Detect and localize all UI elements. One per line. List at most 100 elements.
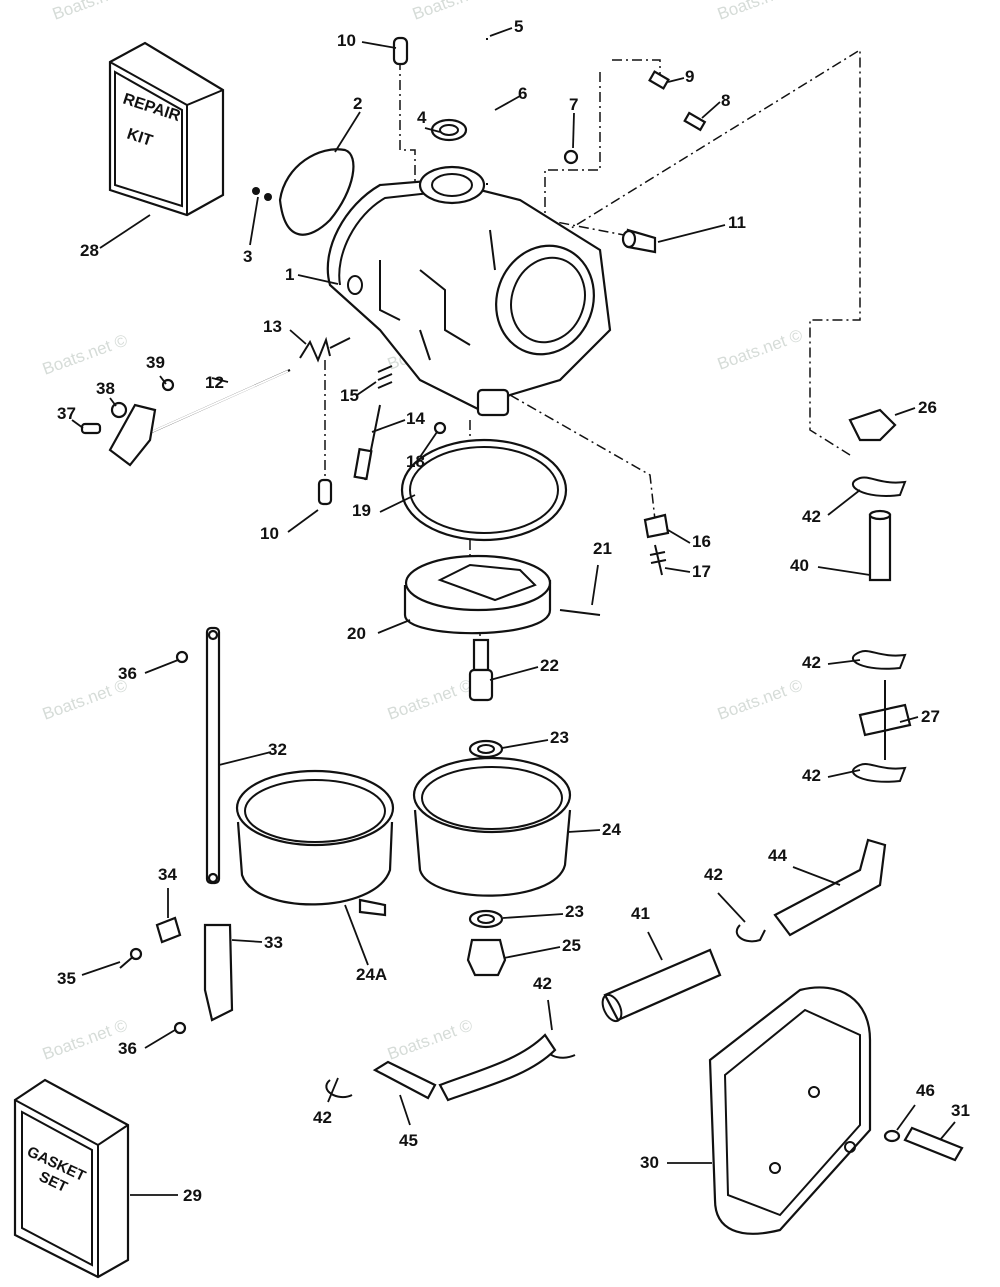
part-number-label: 6 (518, 84, 527, 103)
part-number-label: 39 (146, 353, 165, 372)
callout-36: 36 (118, 659, 179, 683)
watermark-text: Boats.net © (40, 1015, 131, 1063)
callout-27: 27 (899, 707, 940, 726)
watermark-text: Boats.net © (715, 325, 806, 373)
callout-5: 5 (489, 17, 523, 37)
fuel-line-parts (325, 408, 912, 1102)
part-number-label: 3 (243, 247, 252, 266)
part-number-label: 8 (721, 91, 730, 110)
leader-line (344, 904, 369, 966)
leader-line (547, 999, 553, 1031)
float-bowl-part-24A (235, 769, 395, 917)
part-number-label: 42 (533, 974, 552, 993)
leader-line (144, 659, 179, 674)
leader-line (572, 112, 575, 149)
leader-line (99, 214, 151, 249)
watermark-text: Boats.net © (50, 0, 141, 24)
callout-32: 32 (218, 740, 287, 766)
callout-42: 42 (802, 766, 861, 785)
callout-30: 30 (640, 1153, 712, 1172)
leader-line (827, 489, 861, 516)
part-number-label: 42 (802, 766, 821, 785)
leader-line (501, 739, 549, 749)
leader-line (667, 77, 685, 83)
part-number-label: 10 (337, 31, 356, 50)
callout-44: 44 (768, 846, 841, 886)
repair-kit-box[interactable]: REPAIR KIT (108, 41, 225, 217)
leader-line (667, 529, 691, 544)
part-number-label: 15 (340, 386, 359, 405)
callout-13: 13 (263, 317, 307, 345)
part-number-label: 37 (57, 404, 76, 423)
leader-line (81, 961, 121, 976)
watermark-text: Boats.net © (410, 0, 501, 24)
callout-19: 19 (352, 494, 416, 520)
callout-7: 7 (569, 95, 578, 149)
watermark-text: Boats.net © (40, 330, 131, 378)
callout-1: 1 (285, 265, 339, 285)
part-number-label: 17 (692, 562, 711, 581)
leader-line (792, 866, 841, 886)
callout-42: 42 (802, 489, 861, 526)
float-area-parts (317, 438, 670, 576)
leader-line (211, 377, 229, 383)
callout-4: 4 (417, 108, 441, 133)
gasket-set-box[interactable]: GASKET SET (13, 1078, 130, 1279)
callout-45: 45 (399, 1094, 418, 1150)
leader-line (399, 1094, 411, 1126)
callout-10: 10 (337, 31, 397, 50)
leader-line (379, 494, 416, 513)
leader-line (494, 95, 521, 111)
callout-42: 42 (802, 653, 861, 672)
callout-26: 26 (894, 398, 937, 417)
callout-33: 33 (231, 933, 283, 952)
part-number-label: 20 (347, 624, 366, 643)
part-number-label: 5 (514, 17, 523, 36)
callout-36: 36 (118, 1029, 176, 1058)
part-number-label: 42 (704, 865, 723, 884)
part-number-label: 32 (268, 740, 287, 759)
part-number-label: 19 (352, 501, 371, 520)
callout-22: 22 (489, 656, 559, 681)
small-parts-top (392, 36, 707, 254)
cover-plate-part-2 (252, 148, 355, 236)
leader-line (664, 567, 691, 573)
callout-17: 17 (664, 562, 711, 581)
part-number-label: 21 (593, 539, 612, 558)
watermark-text: Boats.net © (385, 675, 476, 723)
part-number-label: 14 (406, 409, 425, 428)
callout-14: 14 (371, 409, 425, 433)
callout-labels: 5610247983281111312393837151418261019161… (57, 17, 970, 1205)
callout-12: 12 (205, 373, 229, 392)
leader-line (817, 566, 871, 576)
callout-9: 9 (667, 67, 694, 86)
leader-line (419, 431, 438, 458)
callout-20: 20 (347, 619, 411, 643)
callout-42: 42 (533, 974, 553, 1031)
callout-42: 42 (313, 1077, 339, 1127)
callout-11: 11 (657, 213, 746, 243)
part-number-label: 29 (183, 1186, 202, 1205)
part-number-label: 41 (631, 904, 650, 923)
leader-line (894, 407, 916, 416)
part-number-label: 26 (918, 398, 937, 417)
callout-10: 10 (260, 509, 319, 543)
callout-46: 46 (896, 1081, 935, 1131)
part-number-label: 30 (640, 1153, 659, 1172)
leader-line (939, 1121, 956, 1141)
leader-line (159, 375, 167, 385)
leader-line (249, 196, 259, 246)
part-number-label: 44 (768, 846, 787, 865)
float-part-20 (403, 554, 601, 635)
leader-line (356, 381, 377, 396)
watermark-text: Boats.net © (715, 675, 806, 723)
part-number-label: 25 (562, 936, 581, 955)
leader-line (827, 659, 861, 665)
callout-42: 42 (704, 865, 746, 923)
leader-line (827, 769, 861, 778)
leader-line (297, 274, 339, 285)
callout-2: 2 (334, 94, 362, 153)
callout-3: 3 (243, 196, 259, 266)
